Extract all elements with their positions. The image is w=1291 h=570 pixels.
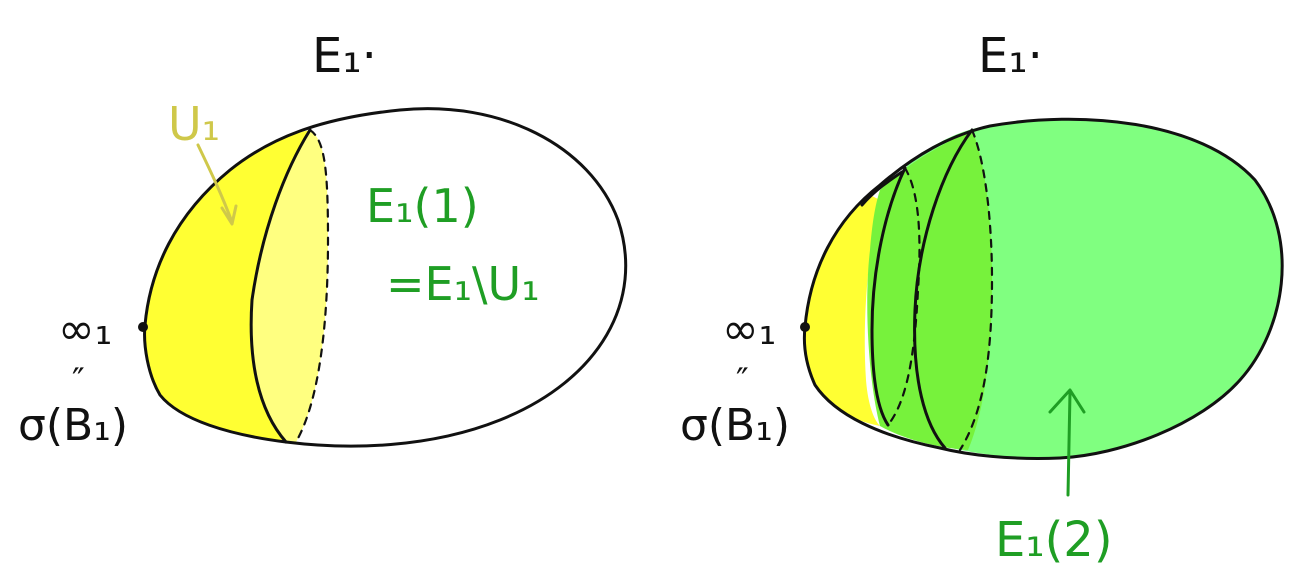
infinity-point-left (138, 322, 148, 332)
egg-outline-left (143, 107, 628, 448)
outer-disc-edge (913, 128, 974, 450)
section-label-left: σ(B₁) (18, 400, 128, 451)
complement-label-line2: =E₁\U₁ (386, 257, 540, 311)
egg-outline-right (802, 117, 1284, 460)
right-panel: E₁· E₁(2) ∞₁ ″ σ(B₁) (680, 28, 1284, 568)
e12-label: E₁(2) (995, 512, 1113, 568)
outer-disc-hidden-edge (958, 128, 994, 452)
region-u1-sliver (804, 195, 880, 426)
region-overlap-band (867, 130, 992, 450)
complement-label-line1: E₁(1) (366, 179, 479, 233)
region-u1-disc (251, 130, 328, 442)
infinity-label-left: ∞₁ (58, 304, 112, 355)
infinity-point-right (800, 322, 810, 332)
inner-disc-hidden-edge (886, 166, 921, 427)
extra-stroke-top (860, 170, 904, 207)
infinity-label-right: ∞₁ (722, 304, 776, 355)
disc-hidden-edge-left (294, 128, 330, 444)
right-title: E₁· (978, 28, 1043, 84)
region-u1-fill (144, 130, 310, 442)
disc-edge-left (249, 128, 312, 444)
inner-disc-edge (870, 166, 907, 427)
left-title: E₁· (312, 28, 377, 84)
u1-arrow (196, 143, 238, 226)
e12-arrow (1048, 388, 1086, 497)
u1-label: U₁ (168, 97, 220, 151)
left-panel: E₁· U₁ E₁(1) =E₁\U₁ ∞₁ ″ σ(B₁) (18, 28, 628, 451)
equals-mark-left: ″ (72, 361, 85, 401)
equals-mark-right: ″ (736, 361, 749, 401)
section-label-right: σ(B₁) (680, 400, 790, 451)
